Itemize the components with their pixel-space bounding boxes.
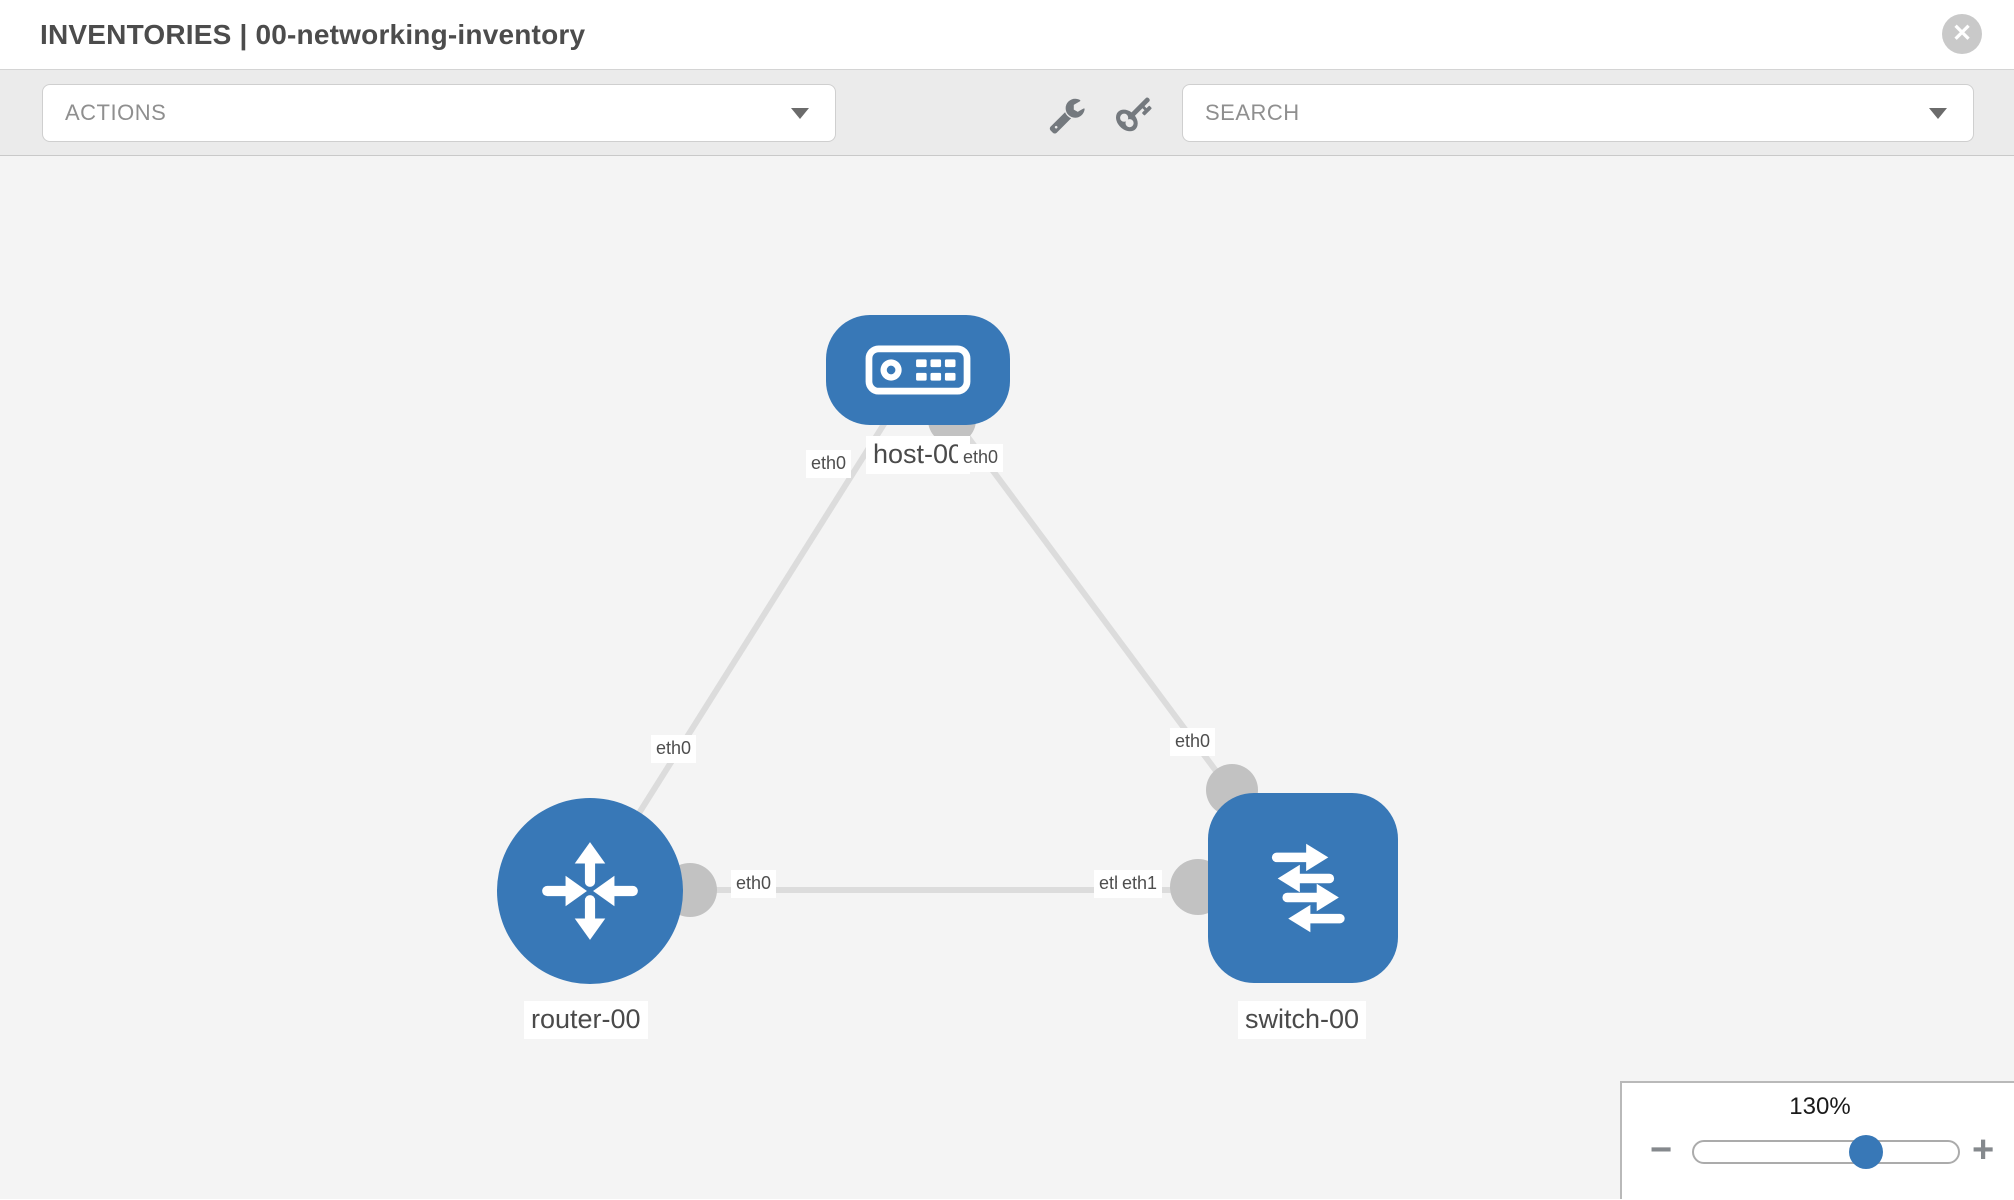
zoom-level-value: 130% [1789,1093,1851,1120]
page-title: INVENTORIES | 00-networking-inventory [40,18,586,50]
node-label-router: router-00 [524,1001,648,1039]
interface-label: eth0 [806,450,852,478]
interface-label: eth0 [958,444,1004,472]
interface-label: eth0 [651,735,697,763]
interface-label: eth0 [731,870,777,898]
node-label-host: host-00 [866,436,971,474]
title-bar: INVENTORIES | 00-networking-inventory ✕ [0,0,2014,70]
search-dropdown[interactable]: SEARCH [1182,84,1974,142]
wrench-icon [1049,98,1085,134]
actions-dropdown-label: ACTIONS [65,100,167,125]
wrench-button[interactable] [1048,96,1086,134]
close-button[interactable]: ✕ [1942,14,1982,54]
switch-icon [1271,843,1345,933]
close-icon: ✕ [1951,20,1973,47]
node-router-00[interactable] [497,798,683,984]
node-switch-00[interactable] [1208,793,1398,983]
caret-down-icon [1929,108,1947,119]
router-icon [542,842,638,940]
interface-label: eth0 [1170,728,1216,756]
search-dropdown-label: SEARCH [1205,100,1300,125]
zoom-panel: 130% − + [1620,1081,2014,1199]
actions-dropdown[interactable]: ACTIONS [42,84,836,142]
caret-down-icon [791,108,809,119]
topology-canvas[interactable]: host-00 router-00 switch-00 eth0 eth0 et… [0,156,2014,1199]
zoom-out-button[interactable]: − [1650,1129,1673,1171]
key-icon [1116,97,1152,132]
node-host-00[interactable] [826,315,1010,425]
zoom-slider-row: − + [1622,1127,2014,1187]
host-icon [865,345,971,395]
zoom-slider-track[interactable] [1692,1135,1960,1169]
link-host-router [587,368,921,893]
interface-label: eth1 [1117,870,1163,898]
zoom-in-button[interactable]: + [1972,1129,1995,1171]
links-layer [587,368,1306,917]
zoom-slider-thumb[interactable] [1849,1135,1883,1169]
node-label-switch: switch-00 [1238,1001,1367,1039]
toolbar: ACTIONS SEARCH [0,70,2014,156]
key-button[interactable] [1116,96,1154,134]
